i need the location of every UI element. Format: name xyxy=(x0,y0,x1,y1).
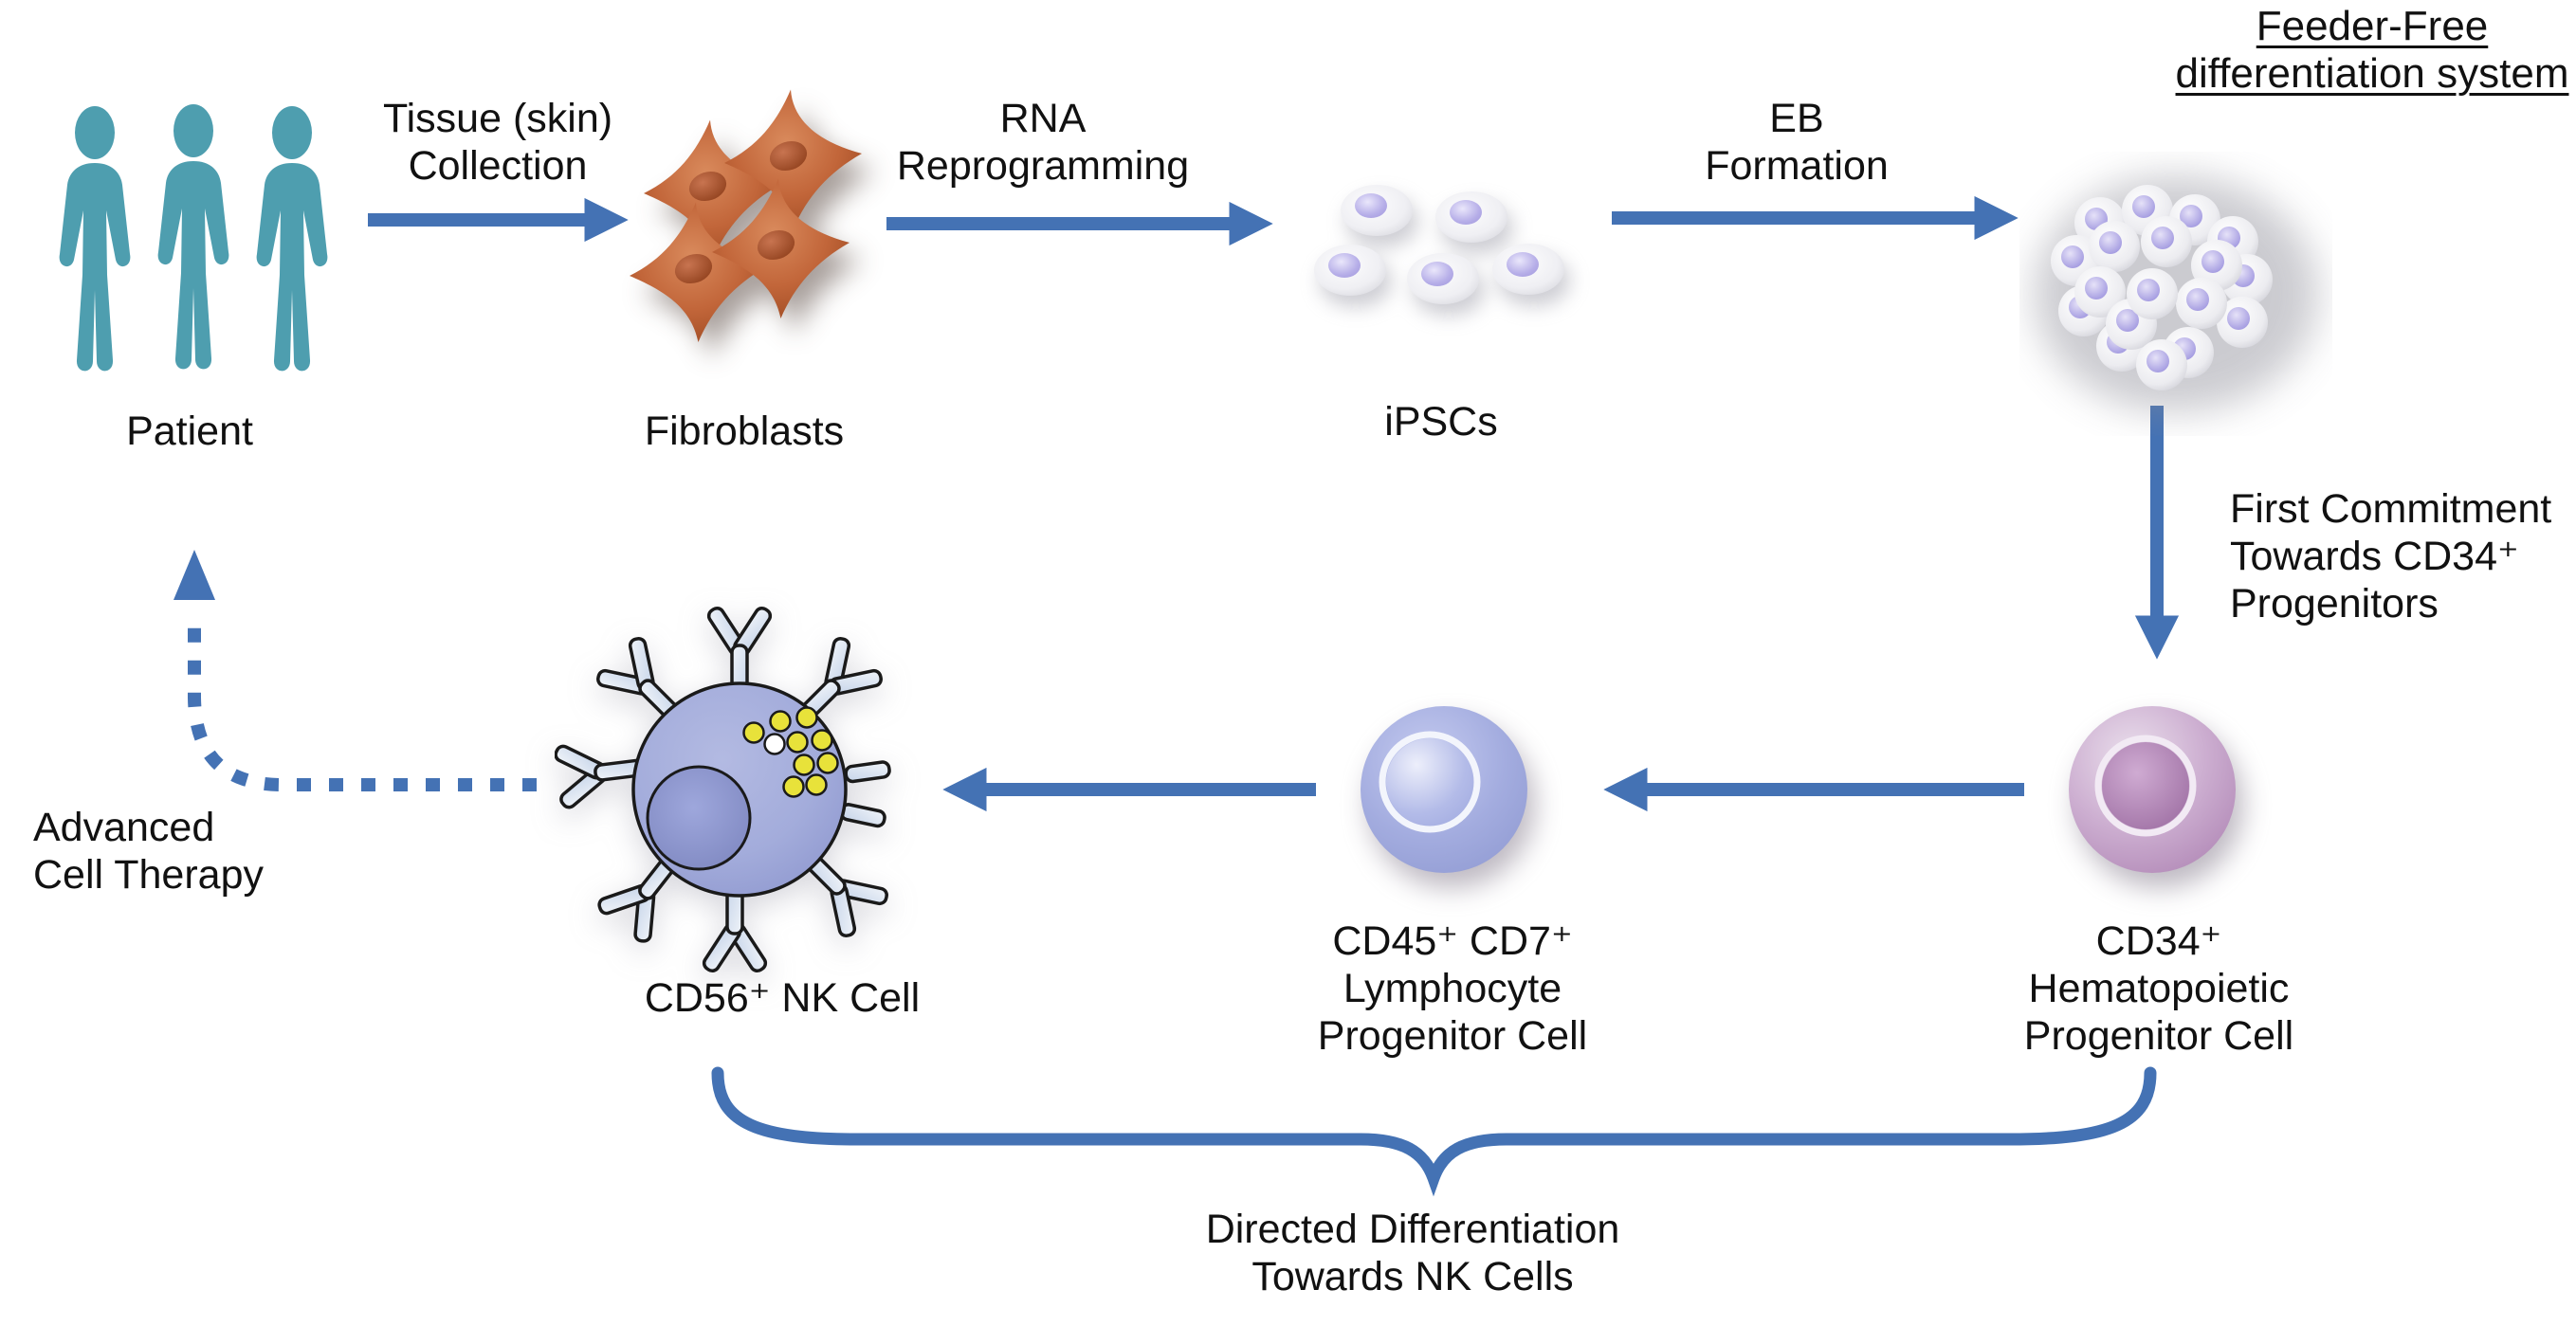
first-commitment-label: First Commitment Towards CD34⁺ Progenito… xyxy=(2230,485,2551,627)
cd34-label-line1: CD34⁺ xyxy=(2095,918,2222,964)
brace-directed-differentiation xyxy=(711,1066,2157,1197)
tissue-collection-line2: Collection xyxy=(408,143,588,189)
nk-cell-icon xyxy=(555,604,896,975)
nk-granules xyxy=(742,706,839,798)
advanced-cell-therapy-label: Advanced Cell Therapy xyxy=(33,804,264,899)
advanced-cell-therapy-line1: Advanced xyxy=(33,805,215,850)
first-commitment-line3: Progenitors xyxy=(2230,581,2439,627)
eb-formation-line2: Formation xyxy=(1705,143,1889,189)
feeder-free-title-line2: differentiation system xyxy=(2175,50,2569,97)
rna-reprogramming-label: RNA Reprogramming xyxy=(897,95,1189,190)
first-commitment-line2: Towards CD34⁺ xyxy=(2230,534,2519,579)
rna-reprogramming-line1: RNA xyxy=(999,96,1087,141)
directed-differentiation-label: Directed Differentiation Towards NK Cell… xyxy=(1206,1206,1620,1300)
ipscs-label: iPSCs xyxy=(1384,399,1498,445)
fibroblasts-label: Fibroblasts xyxy=(644,409,845,454)
cd45-cd7-label-line2: Lymphocyte xyxy=(1343,966,1562,1011)
patient-label: Patient xyxy=(126,409,253,454)
embryoid-body-icon xyxy=(2034,175,2318,412)
patient-group-icon xyxy=(59,104,328,372)
cd34-label-line2: Hematopoietic xyxy=(2028,966,2290,1011)
lymphocyte-progenitor-icon xyxy=(1361,706,1527,873)
cd45-cd7-label-line3: Progenitor Cell xyxy=(1317,1013,1588,1059)
eb-formation-label: EB Formation xyxy=(1705,95,1889,190)
eb-formation-line1: EB xyxy=(1769,96,1824,141)
dashed-arrow-advanced-therapy xyxy=(188,611,537,791)
tissue-collection-label: Tissue (skin) Collection xyxy=(383,95,612,190)
cd45-cd7-label: CD45⁺ CD7⁺ Lymphocyte Progenitor Cell xyxy=(1318,917,1587,1060)
feeder-free-title: Feeder-Free differentiation system xyxy=(2176,3,2569,98)
ipsc-colony-icon xyxy=(1314,185,1564,304)
cd34-label-line3: Progenitor Cell xyxy=(2023,1013,2294,1059)
first-commitment-line1: First Commitment xyxy=(2230,486,2552,532)
feeder-free-title-line1: Feeder-Free xyxy=(2256,3,2489,49)
cd56-nk-label: CD56⁺ NK Cell xyxy=(644,975,921,1021)
cd45-cd7-label-line1: CD45⁺ CD7⁺ xyxy=(1332,918,1573,964)
rna-reprogramming-line2: Reprogramming xyxy=(896,143,1190,189)
tissue-collection-line1: Tissue (skin) xyxy=(382,96,613,141)
dashed-arrowhead xyxy=(174,550,215,600)
cd34-label: CD34⁺ Hematopoietic Progenitor Cell xyxy=(2024,917,2293,1060)
advanced-cell-therapy-line2: Cell Therapy xyxy=(33,852,264,898)
directed-differentiation-line1: Directed Differentiation xyxy=(1205,1207,1620,1252)
directed-differentiation-line2: Towards NK Cells xyxy=(1251,1254,1574,1299)
cd34-cell-icon xyxy=(2069,706,2236,873)
